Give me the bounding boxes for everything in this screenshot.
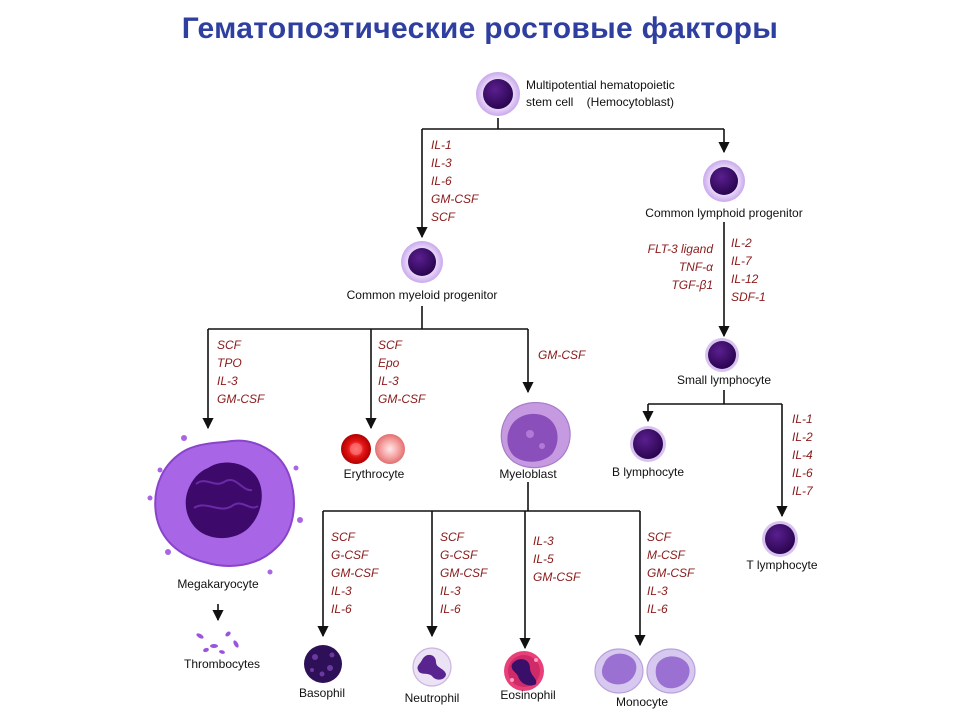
factor-item: IL-1 [431,138,452,152]
factor-item: TGF-β1 [671,278,713,292]
eosinophil-icon [504,651,544,691]
growth-factor-lists: IL-1 IL-3 IL-6 GM-CSF SCF FLT-3 ligand T… [217,138,814,616]
factor-item: IL-2 [731,236,752,250]
factors-neutrophil: SCF G-CSF GM-CSF IL-3 IL-6 [440,530,488,616]
factor-item: GM-CSF [331,566,379,580]
factor-item: FLT-3 ligand [648,242,714,256]
factor-item: IL-6 [431,174,452,188]
t-lymphocyte-label: T lymphocyte [746,558,817,572]
factor-item: IL-3 [378,374,399,388]
factors-erythrocyte: SCF Epo IL-3 GM-CSF [378,338,426,406]
factor-item: SCF [378,338,403,352]
stem-cell-label-line2: stem cell (Hemocytoblast) [526,95,674,109]
monocyte-label: Monocyte [616,695,668,709]
factor-item: GM-CSF [647,566,695,580]
factor-item: SCF [647,530,672,544]
factor-item: IL-5 [533,552,554,566]
neutrophil-icon [412,647,452,687]
thrombocytes-label: Thrombocytes [184,657,260,671]
b-lymphocyte-icon [630,426,666,462]
eosinophil-label: Eosinophil [500,688,555,702]
factors-lymphoid-left: FLT-3 ligand TNF-α TGF-β1 [648,242,715,292]
factor-item: GM-CSF [533,570,581,584]
factor-item: GM-CSF [431,192,479,206]
factor-item: G-CSF [440,548,478,562]
factor-item: IL-3 [431,156,452,170]
neutrophil-label: Neutrophil [405,691,460,705]
factor-item: IL-3 [331,584,352,598]
factor-item: IL-3 [533,534,554,548]
small-lymphocyte-label: Small lymphocyte [677,373,771,387]
factor-item: SCF [217,338,242,352]
factors-myeloblast: GM-CSF [538,348,586,362]
factor-item: SCF [331,530,356,544]
factors-t-lymphocyte: IL-1 IL-2 IL-4 IL-6 IL-7 [792,412,814,498]
erythrocyte-icon [341,434,405,464]
factor-item: IL-6 [331,602,352,616]
factors-basophil: SCF G-CSF GM-CSF IL-3 IL-6 [331,530,379,616]
small-lymphocyte-icon [705,338,739,372]
factor-item: IL-7 [792,484,814,498]
factor-item: IL-4 [792,448,813,462]
factor-item: IL-3 [217,374,238,388]
megakaryocyte-label: Megakaryocyte [177,577,259,591]
thrombocytes-icon [196,631,239,654]
factors-megakaryocyte: SCF TPO IL-3 GM-CSF [217,338,265,406]
factors-monocyte: SCF M-CSF GM-CSF IL-3 IL-6 [647,530,695,616]
factor-item: G-CSF [331,548,369,562]
factor-item: M-CSF [647,548,686,562]
factor-item: IL-6 [647,602,668,616]
myeloid-progenitor-icon [401,241,443,283]
factor-item: IL-3 [440,584,461,598]
factor-item: TPO [217,356,242,370]
erythrocyte-label: Erythrocyte [344,467,405,481]
factor-item: IL-2 [792,430,813,444]
factor-item: SCF [440,530,465,544]
factors-stem-to-myeloid: IL-1 IL-3 IL-6 GM-CSF SCF [431,138,479,224]
factor-item: IL-6 [792,466,813,480]
myeloid-progenitor-label: Common myeloid progenitor [347,288,498,302]
b-lymphocyte-label: B lymphocyte [612,465,684,479]
t-lymphocyte-icon [762,521,798,557]
stem-cell-icon [476,72,520,116]
connectors [202,118,788,650]
factor-item: Epo [378,356,400,370]
monocyte-icon [594,648,696,694]
page-title: Гематопоэтические ростовые факторы [181,12,779,45]
factor-item: TNF-α [679,260,714,274]
basophil-label: Basophil [299,686,345,700]
megakaryocyte-icon [147,435,303,575]
factors-lymphoid-right: IL-2 IL-7 IL-12 SDF-1 [731,236,766,304]
lymphoid-progenitor-icon [703,160,745,202]
factor-item: SCF [431,210,456,224]
stem-cell-label-line1: Multipotential hematopoietic [526,78,675,92]
factor-item: IL-3 [647,584,668,598]
factor-item: GM-CSF [217,392,265,406]
factor-item: GM-CSF [538,348,586,362]
factor-item: GM-CSF [440,566,488,580]
lymphoid-progenitor-label: Common lymphoid progenitor [645,206,802,220]
cell-labels: Multipotential hematopoietic stem cell (… [177,78,818,709]
factor-item: IL-12 [731,272,759,286]
factor-item: SDF-1 [731,290,766,304]
basophil-icon [304,645,342,683]
factor-item: IL-6 [440,602,461,616]
factor-item: IL-1 [792,412,813,426]
myeloblast-icon [500,401,571,469]
factors-eosinophil: IL-3 IL-5 GM-CSF [533,534,581,584]
factor-item: IL-7 [731,254,753,268]
myeloblast-label: Myeloblast [499,467,557,481]
factor-item: GM-CSF [378,392,426,406]
